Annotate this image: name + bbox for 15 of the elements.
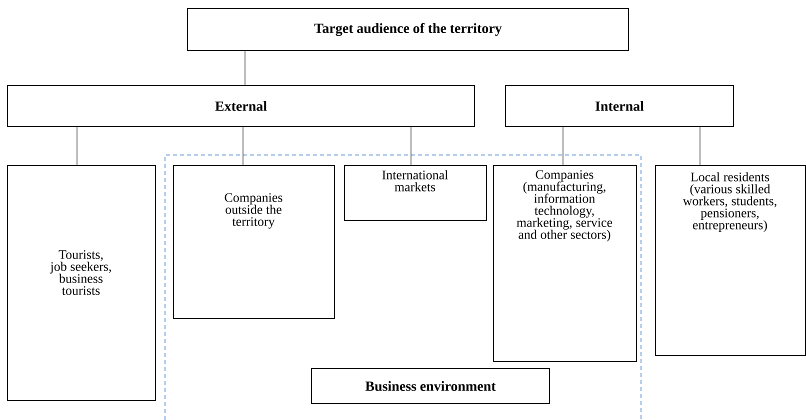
connector-line	[562, 126, 564, 166]
category-box: Internal	[505, 85, 734, 127]
connector-line	[410, 126, 412, 166]
label-box: Business environment	[311, 368, 550, 404]
connector-line	[242, 126, 244, 166]
connector-line	[244, 50, 246, 86]
audience-box: Companies (manufacturing, information technology, marketing, service and other sectors)	[493, 165, 637, 362]
audience-box: Tourists, job seekers, business tourists	[7, 165, 156, 401]
audience-box: Companies outside the territory	[173, 165, 335, 319]
connector-line	[76, 126, 78, 166]
audience-box: International markets	[344, 165, 487, 221]
category-box: External	[7, 85, 475, 127]
audience-box: Local residents (various skilled workers, students, pensioners, entrepreneurs)	[655, 165, 806, 356]
title-box: Target audience of the territory	[187, 8, 629, 51]
dashed-region	[164, 154, 642, 420]
